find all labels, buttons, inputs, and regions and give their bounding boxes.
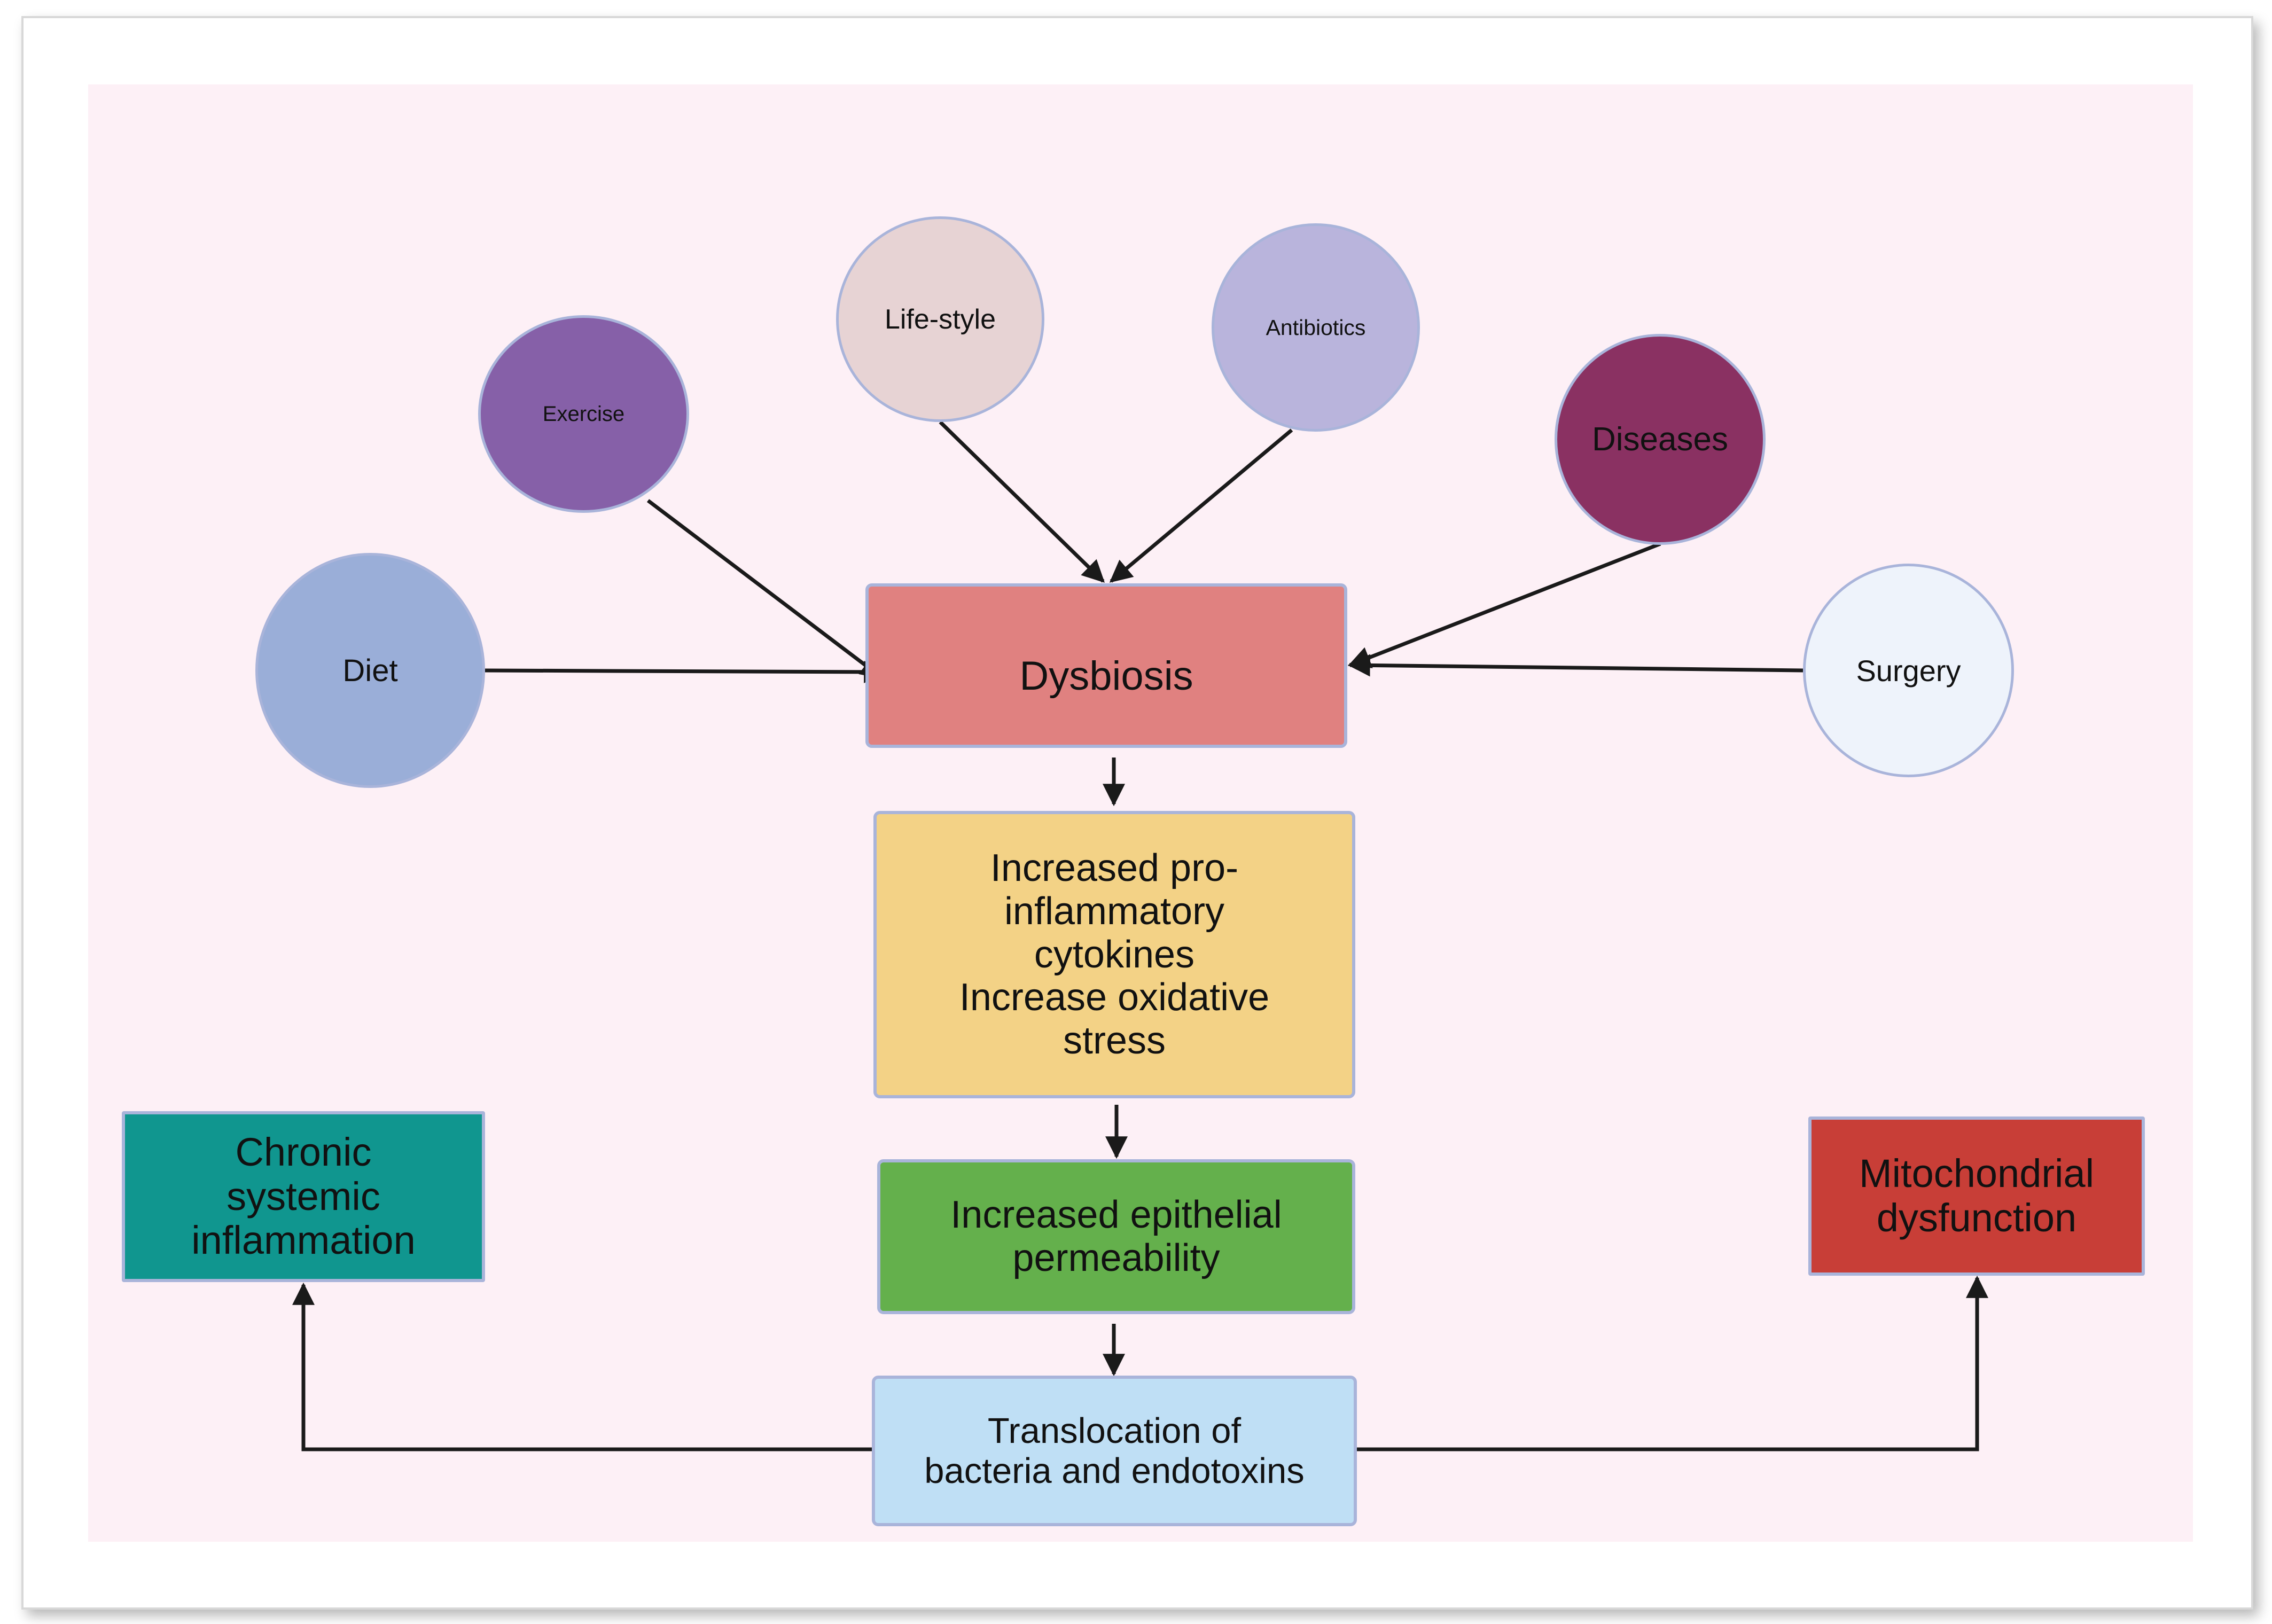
translocation-label: Translocation of bacteria and endotoxins bbox=[924, 1410, 1305, 1491]
cytokines-label: Increased pro- inflammatory cytokines In… bbox=[959, 847, 1270, 1062]
mitochondrial-box: Mitochondrial dysfunction bbox=[1808, 1116, 2145, 1276]
arrow-lifestyle-to-dysbiosis bbox=[939, 420, 1105, 583]
arrow-diet-to-dysbiosis bbox=[485, 660, 887, 683]
permeability-label: Increased epithelial permeability bbox=[950, 1193, 1282, 1279]
dysbiosis-label: Dysbiosis bbox=[1019, 653, 1193, 699]
diseases-label: Diseases bbox=[1592, 421, 1728, 458]
exercise-label: Exercise bbox=[542, 402, 625, 426]
translocation-box: Translocation of bacteria and endotoxins bbox=[872, 1376, 1357, 1526]
permeability-box: Increased epithelial permeability bbox=[877, 1159, 1355, 1314]
antibiotics-circle: Antibiotics bbox=[1212, 223, 1420, 432]
lifestyle-circle: Life-style bbox=[836, 216, 1044, 422]
lifestyle-label: Life-style bbox=[884, 303, 996, 335]
diet-label: Diet bbox=[342, 653, 398, 688]
diet-circle: Diet bbox=[255, 553, 485, 788]
arrow-surgery-to-dysbiosis bbox=[1347, 654, 1803, 677]
arrow-exercise-to-dysbiosis bbox=[646, 499, 884, 679]
surgery-circle: Surgery bbox=[1803, 564, 2014, 777]
cytokines-box: Increased pro- inflammatory cytokines In… bbox=[873, 811, 1355, 1098]
arrow-translocation-to-inflammation bbox=[292, 1282, 875, 1451]
mitochondrial-label: Mitochondrial dysfunction bbox=[1859, 1151, 2095, 1240]
diseases-circle: Diseases bbox=[1555, 334, 1766, 545]
arrow-diseases-to-dysbiosis bbox=[1348, 542, 1661, 668]
surgery-label: Surgery bbox=[1856, 653, 1961, 688]
dysbiosis-box: Dysbiosis bbox=[865, 583, 1347, 748]
exercise-circle: Exercise bbox=[478, 315, 689, 513]
arrow-translocation-to-mitochondrial bbox=[1357, 1275, 1988, 1451]
inflammation-box: Chronic systemic inflammation bbox=[122, 1111, 485, 1282]
inflammation-label: Chronic systemic inflammation bbox=[191, 1129, 416, 1263]
antibiotics-label: Antibiotics bbox=[1266, 315, 1366, 340]
arrow-antibiotics-to-dysbiosis bbox=[1109, 428, 1293, 583]
